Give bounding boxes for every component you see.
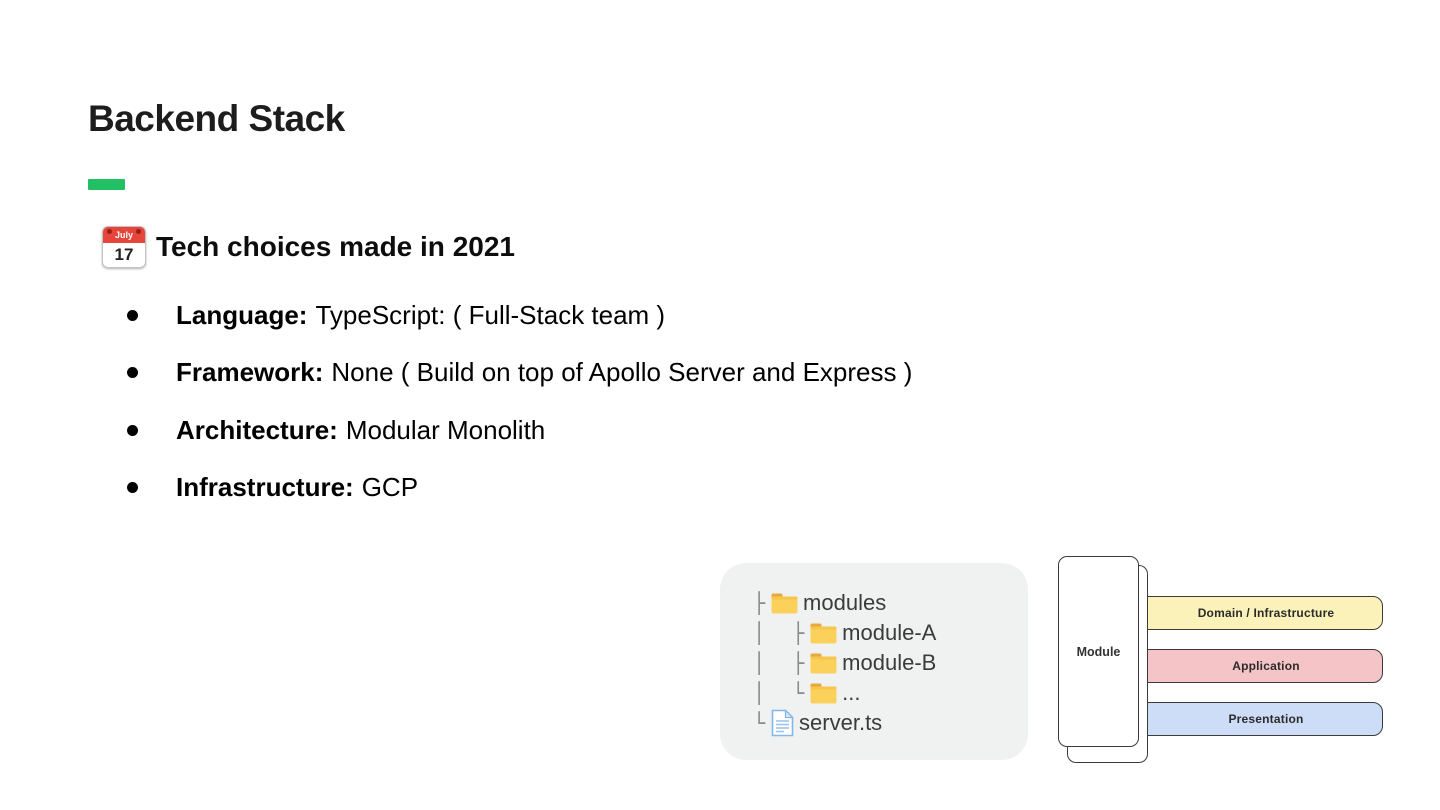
bullet-label: Infrastructure:: [176, 472, 354, 502]
tree-row: │ ├ module-B: [753, 648, 1028, 678]
bullet-text: TypeScript: ( Full-Stack team ): [315, 300, 666, 330]
tree-branch-glyph: │ ├: [753, 651, 806, 675]
tree-row: │ ├ module-A: [753, 618, 1028, 648]
calendar-icon: July 17: [102, 226, 146, 268]
calendar-icon-month: July: [103, 227, 145, 243]
tree-branch-glyph: └: [753, 711, 767, 735]
layer-label: Domain / Infrastructure: [1197, 606, 1335, 620]
folder-icon: [771, 592, 798, 614]
bullet-text: GCP: [361, 472, 419, 502]
bullet-label: Architecture:: [176, 415, 338, 445]
tree-branch-glyph: │ └: [753, 681, 806, 705]
tree-item-label: server.ts: [799, 710, 883, 735]
tree-item-label: modules: [803, 590, 887, 615]
list-item: Architecture: Modular Monolith: [127, 414, 1327, 446]
module-card: Module: [1058, 556, 1139, 747]
tree-branch-glyph: │ ├: [753, 621, 806, 645]
tree-row: ├ modules: [753, 588, 1028, 618]
layer-label: Presentation: [1228, 712, 1304, 726]
tree-item-label: module-B: [842, 650, 937, 675]
folder-icon: [810, 622, 837, 644]
bullet-icon: [127, 481, 138, 493]
tree-branch-glyph: ├: [753, 591, 767, 615]
bullet-label: Language:: [176, 300, 308, 330]
bullet-text: None ( Build on top of Apollo Server and…: [331, 357, 913, 387]
module-card-label: Module: [1076, 644, 1121, 659]
list-item: Language: TypeScript: ( Full-Stack team …: [127, 299, 1327, 331]
tree-row: │ └ ...: [753, 678, 1028, 708]
bullet-icon: [127, 366, 138, 378]
section-heading: July 17 Tech choices made in 2021: [102, 226, 515, 268]
accent-dash: [88, 179, 125, 190]
list-item: Framework: None ( Build on top of Apollo…: [127, 356, 1327, 388]
folder-icon: [810, 682, 837, 704]
tree-row: └ server.ts: [753, 708, 1028, 738]
calendar-icon-day: 17: [114, 245, 134, 264]
bullet-icon: [127, 309, 138, 321]
file-tree-panel: ├ modules │ ├ module-A │ ├ module-B │ └: [720, 563, 1028, 760]
list-item: Infrastructure: GCP: [127, 471, 1327, 503]
tree-item-label: module-A: [842, 620, 937, 645]
bullet-icon: [127, 424, 138, 436]
calendar-pin-icon: [107, 229, 112, 234]
bullet-label: Framework:: [176, 357, 324, 387]
tree-item-label: ...: [842, 680, 861, 705]
folder-icon: [810, 652, 837, 674]
calendar-pin-icon: [136, 229, 141, 234]
layer-label: Application: [1232, 659, 1300, 673]
section-heading-text: Tech choices made in 2021: [156, 231, 515, 262]
file-icon: [771, 709, 794, 737]
page-title: Backend Stack: [88, 98, 345, 139]
bullet-text: Modular Monolith: [345, 415, 546, 445]
